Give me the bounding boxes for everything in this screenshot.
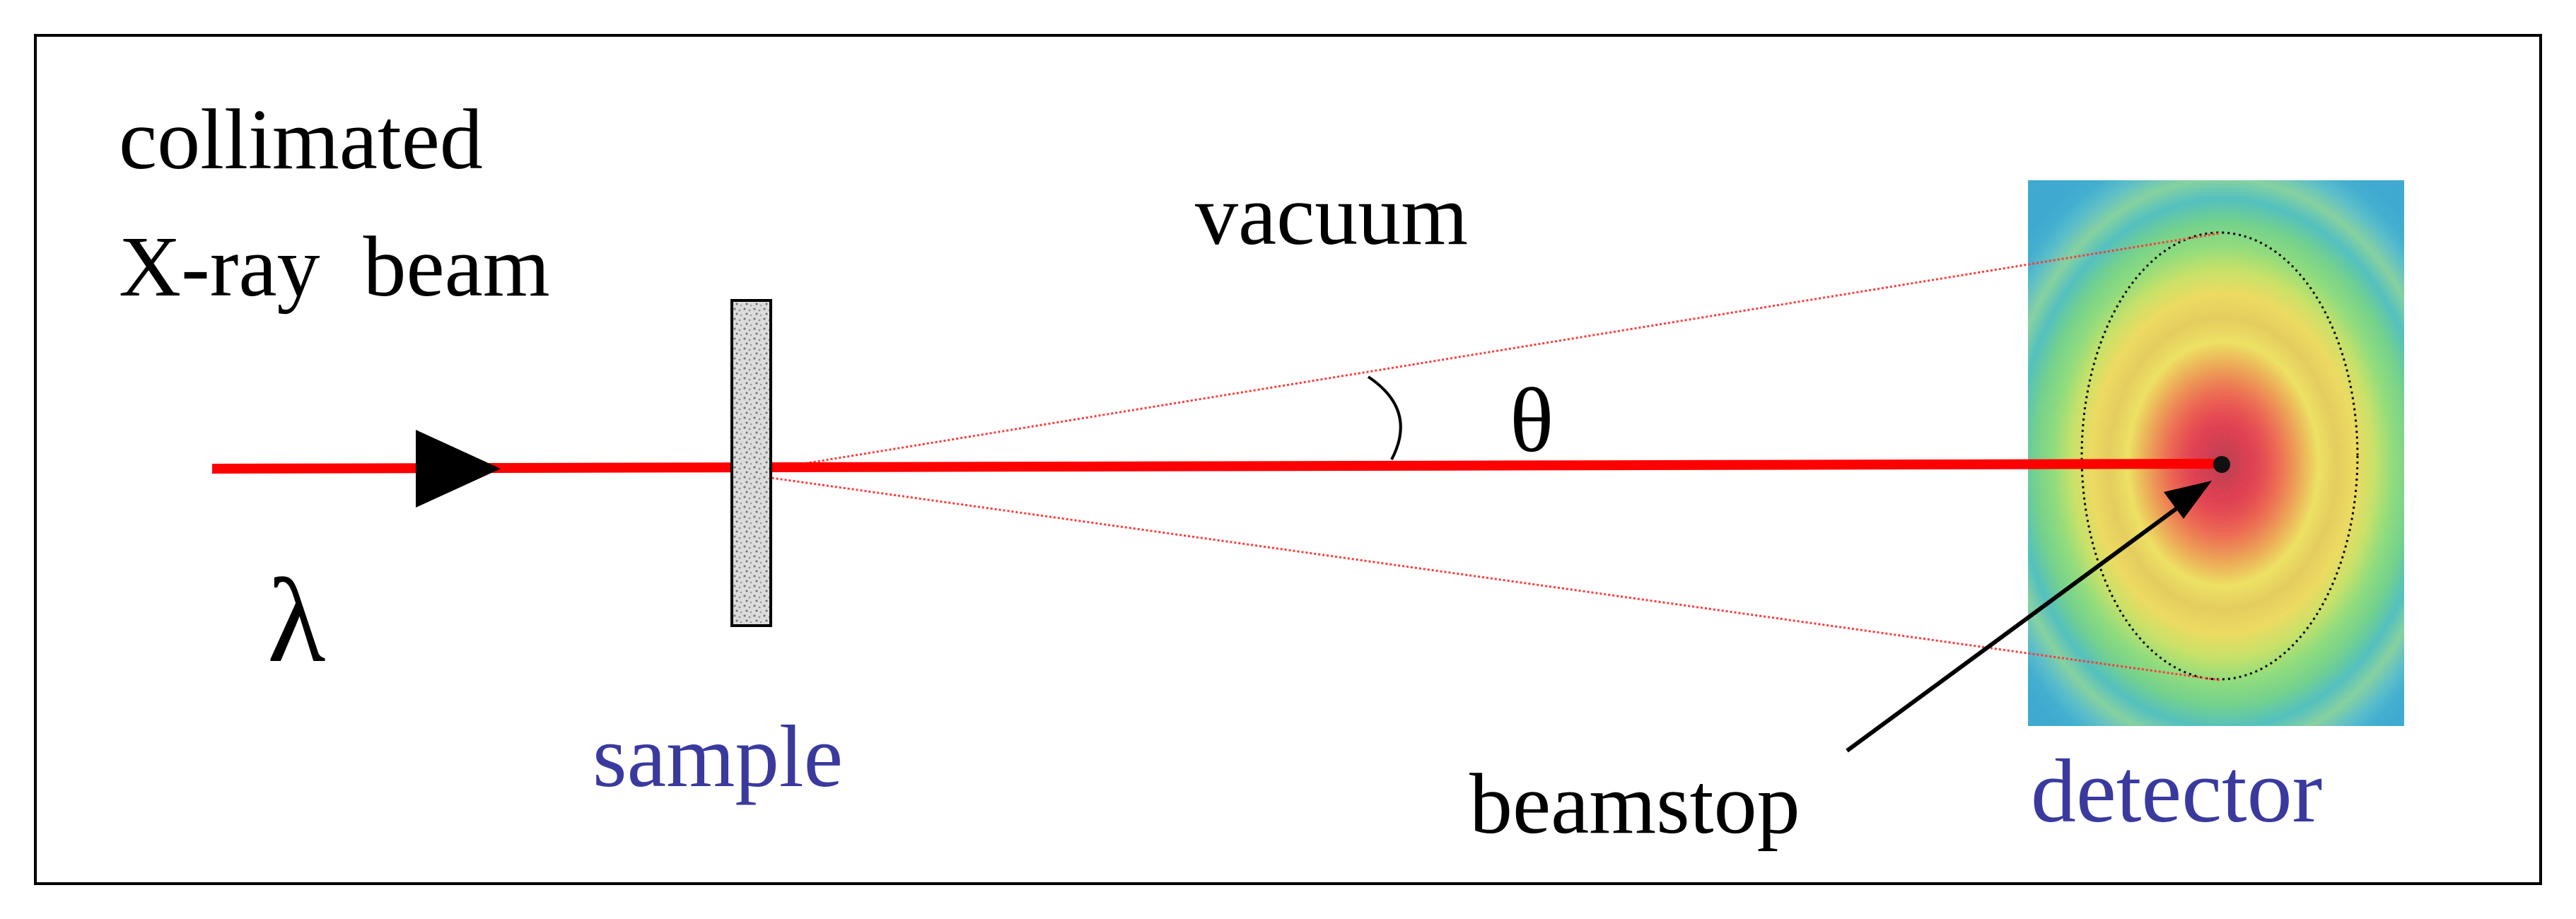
detector-image (2028, 180, 2404, 726)
scatter-ray-lower (750, 474, 2220, 681)
angle-symbol: θ (1510, 370, 1554, 472)
arrow-icon (1846, 501, 2185, 753)
beamstop-dot (2213, 456, 2230, 473)
arrowhead-icon (416, 430, 501, 508)
beamstop-label: beamstop (1469, 756, 1800, 852)
sample-slab (730, 299, 772, 627)
vacuum-label: vacuum (1195, 168, 1468, 263)
detector-ring-outline (2080, 231, 2359, 681)
scattering-angle-arc (1367, 375, 1402, 460)
beam-label-line1: collimated (119, 92, 483, 187)
xray-beam (211, 459, 2217, 474)
scatter-ray-upper (750, 232, 2220, 474)
wavelength-symbol: λ (267, 554, 325, 687)
sample-label: sample (593, 708, 843, 806)
detector-label: detector (2031, 741, 2322, 841)
beam-label-line2: X-ray beam (119, 219, 550, 315)
arrow-icon-head (2164, 481, 2212, 519)
